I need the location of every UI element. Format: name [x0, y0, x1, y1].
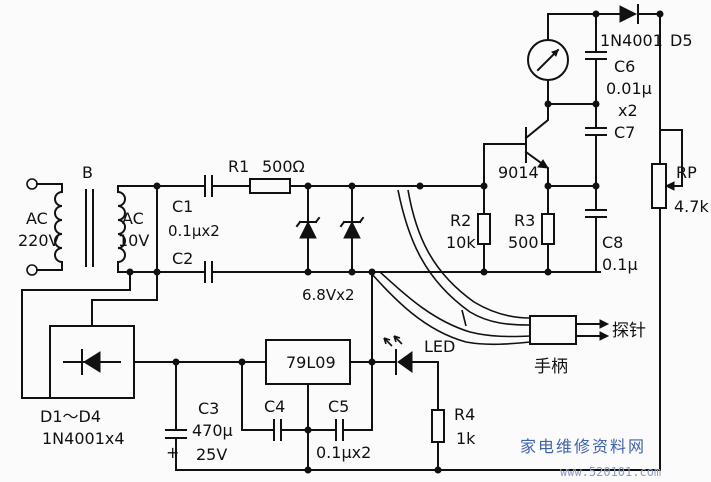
c7-label: C7: [614, 123, 635, 142]
c3-label: C3: [198, 399, 219, 418]
transistor-label: 9014: [498, 163, 539, 182]
c4-label: C4: [264, 397, 285, 416]
c6-label: C6: [614, 57, 635, 76]
resistor-r2: [477, 185, 491, 273]
ac-input-voltage: 220V: [18, 231, 60, 250]
r3-label: R3: [514, 211, 535, 230]
d5-type: 1N4001: [600, 31, 663, 50]
probe-cable: [369, 189, 531, 346]
r4-value: 1k: [456, 429, 476, 448]
zener-diode-1: [295, 185, 321, 273]
c5-label: C5: [328, 397, 349, 416]
watermark-text: 家电维修资料网: [520, 437, 646, 456]
resistor-r3: [541, 185, 555, 273]
rp-value: 4.7k: [674, 197, 709, 216]
transistor-9014: [483, 103, 549, 187]
capacitor-c1: [204, 175, 213, 197]
ac-output-label: AC: [122, 209, 144, 228]
c1-label: C1: [172, 197, 193, 216]
c8-value: 0.1μ: [602, 255, 638, 274]
rp-label: RP: [676, 163, 697, 182]
ac-output-voltage: 10V: [118, 231, 149, 250]
c2-label: C2: [172, 249, 193, 268]
handle-label: 手柄: [534, 357, 568, 377]
zener-label: 6.8Vx2: [302, 286, 355, 304]
led-label: LED: [424, 337, 455, 356]
r1-value: 500Ω: [262, 157, 305, 176]
transformer-primary-coil: [54, 190, 64, 264]
bridge-rectifier: [49, 325, 177, 399]
transformer-label: B: [82, 163, 93, 182]
c3-voltage: 25V: [196, 445, 227, 464]
watermark-url: www.520101.com: [560, 465, 661, 479]
capacitor-c8: [547, 209, 607, 273]
probe-label: 探针: [612, 321, 646, 341]
c6-value: 0.01μ: [606, 79, 652, 98]
transformer-core: [85, 189, 94, 267]
c3-polarity: +: [166, 443, 179, 462]
led-indicator: [383, 335, 439, 375]
r2-label: R2: [450, 211, 471, 230]
potentiometer-rp: [651, 13, 683, 471]
c6-c7-count: x2: [618, 101, 638, 120]
r4-label: R4: [454, 405, 475, 424]
resistor-r4: [431, 361, 445, 471]
diode-d5: [619, 4, 661, 24]
bridge-type: 1N4001x4: [42, 429, 125, 448]
capacitor-c7: [585, 127, 607, 211]
probe-handle: [529, 315, 610, 345]
r1-label: R1: [228, 157, 249, 176]
d5-label: D5: [670, 31, 693, 50]
bridge-label: D1～D4: [40, 407, 101, 426]
c3-value: 470μ: [192, 421, 233, 440]
capacitor-c3: [165, 361, 187, 471]
regulator-label: 79L09: [286, 353, 336, 372]
capacitor-c6: [585, 13, 607, 129]
c1-value: 0.1μx2: [168, 222, 220, 240]
capacitor-c2: [204, 261, 213, 283]
ac-input-label: AC: [26, 209, 48, 228]
r2-value: 10k: [446, 233, 476, 252]
zener-diode-2: [339, 185, 365, 273]
capacitor-c5: [307, 361, 373, 441]
capacitor-c4: [241, 361, 309, 441]
resistor-r1: [249, 178, 291, 194]
transformer-secondary-coil: [116, 185, 158, 273]
r3-value: 500: [508, 233, 539, 252]
c4-c5-value: 0.1μx2: [316, 443, 371, 462]
c8-label: C8: [602, 233, 623, 252]
ac-input-terminals: [26, 178, 63, 276]
